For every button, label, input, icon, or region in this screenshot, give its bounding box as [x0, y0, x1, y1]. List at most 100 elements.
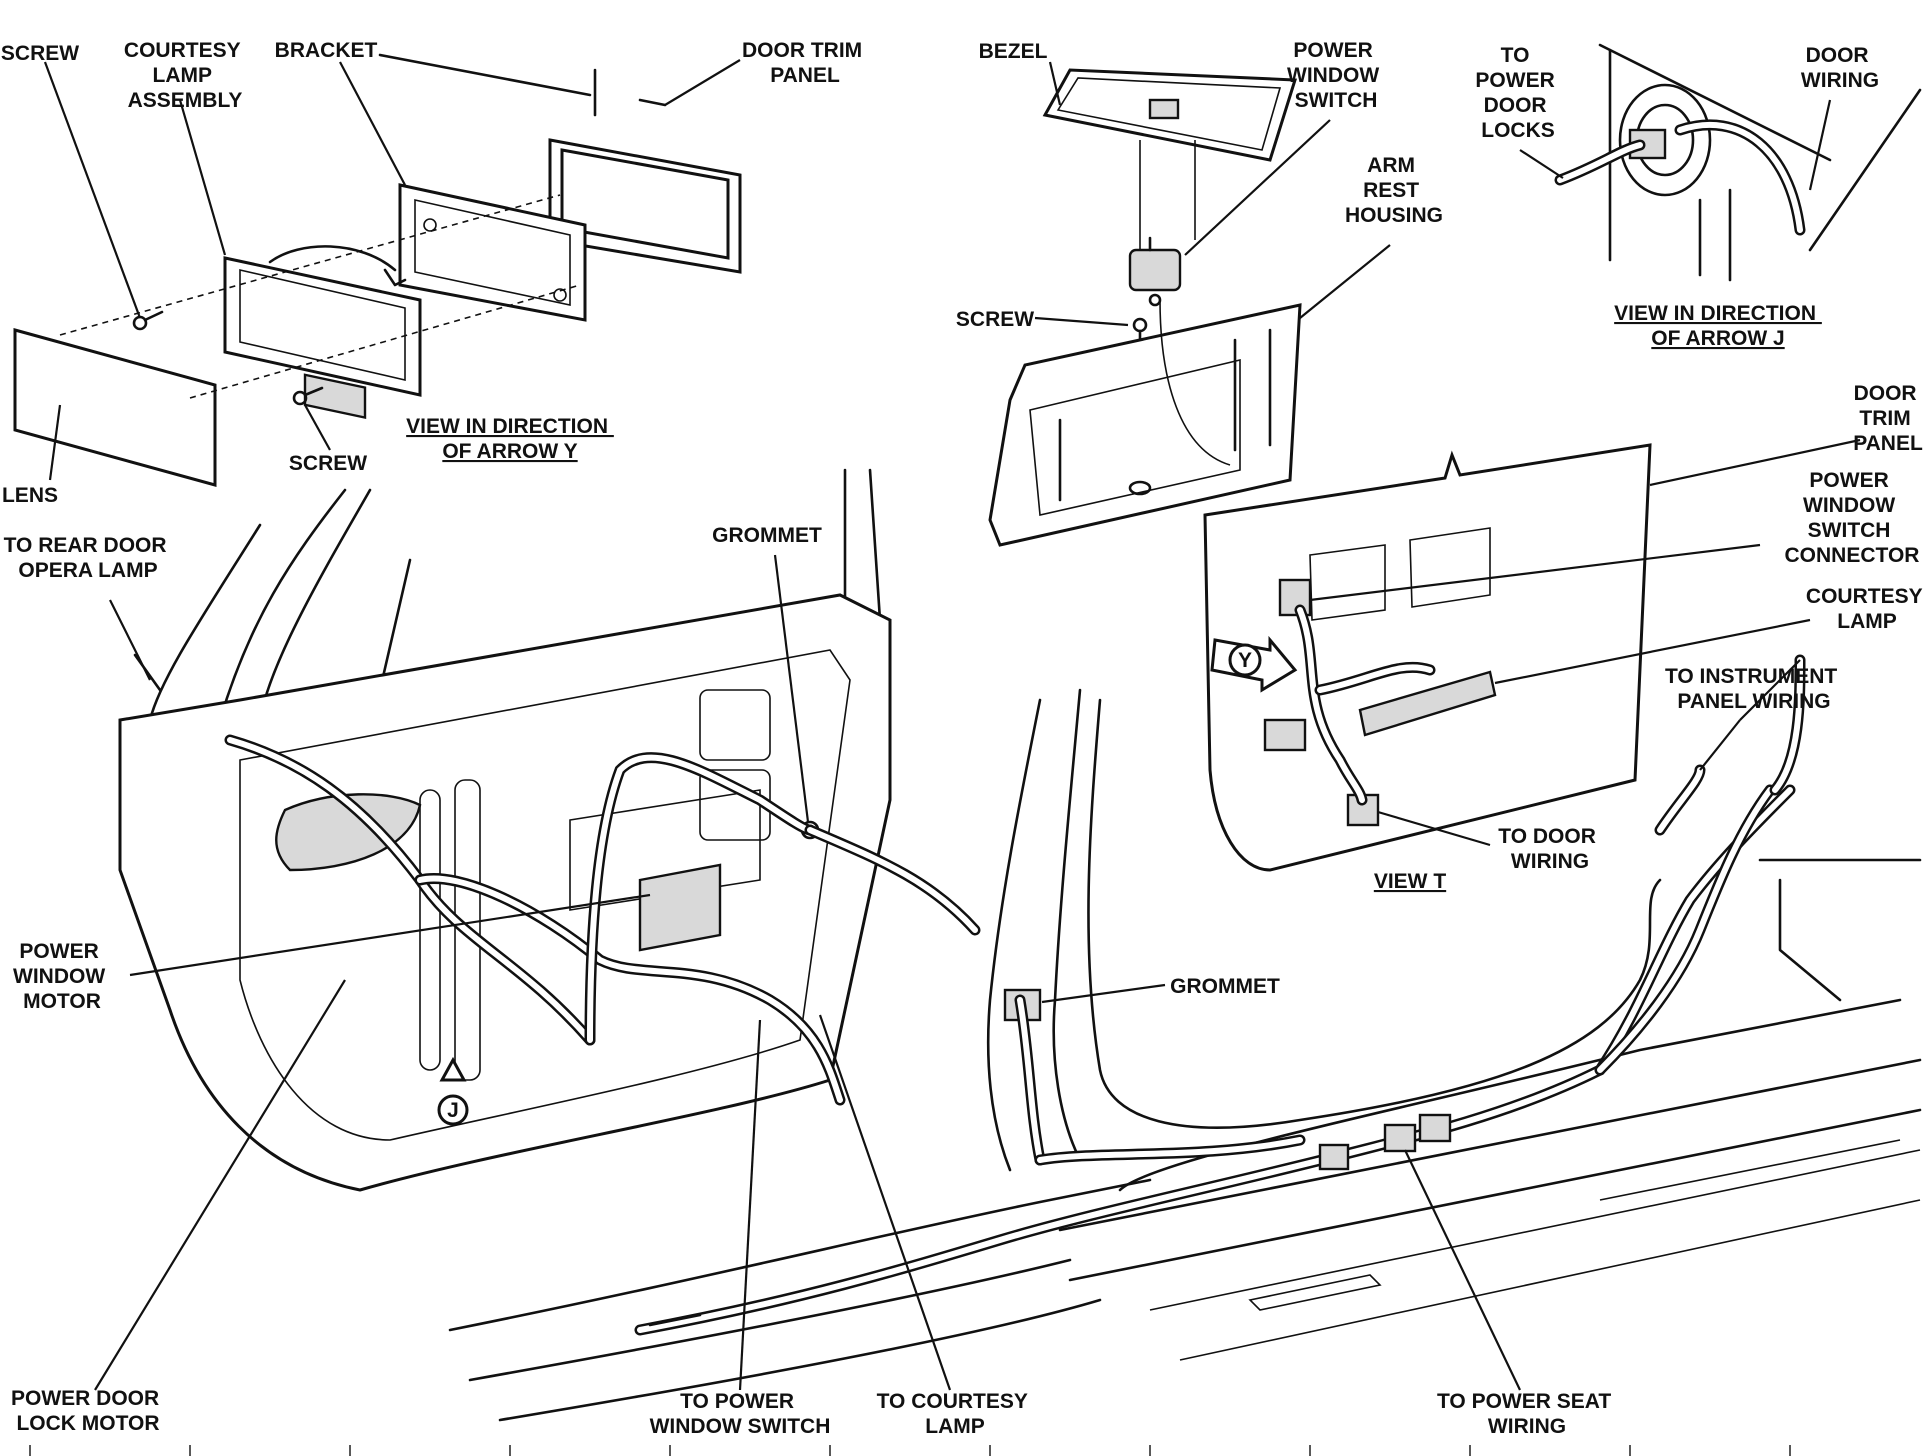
labels: SCREW COURTESY LAMP ASSEMBLY BRACKET DOO… [1, 39, 1924, 1438]
armrest-exploded-view [988, 68, 1302, 547]
arrow-j-head [439, 1056, 467, 1082]
window-regulator-plate [569, 789, 761, 911]
window-channel [378, 558, 412, 692]
label-to-courtesy-lamp: TO COURTESY LAMP [877, 1390, 1034, 1438]
label-grommet-upper: GROMMET [712, 524, 822, 547]
sill-rail [1058, 1058, 1922, 1232]
floor-edge [498, 1298, 1102, 1422]
lamp-bulb-socket [303, 373, 367, 420]
door-edge [1598, 43, 1832, 162]
trim-panel-edge-2 [638, 98, 667, 107]
floor-pan-bead [1248, 1274, 1382, 1311]
label-door-wiring-top: DOOR WIRING [1801, 44, 1879, 92]
title-view-arrow-y: VIEW IN DIRECTION OF ARROW Y [406, 415, 614, 463]
label-power-window-switch-connector: POWER WINDOW SWITCH CONNECTOR [1785, 469, 1920, 567]
arrow-y-letter: Y [1238, 649, 1252, 672]
leader-lines [43, 59, 1861, 1391]
arrow-j-letter: J [447, 1099, 459, 1122]
title-view-t: VIEW T [1374, 870, 1447, 893]
label-courtesy-lamp-right: COURTESY LAMP [1806, 585, 1924, 633]
harness-clip [1263, 718, 1307, 752]
lamp-wire [268, 245, 397, 272]
label-door-trim-panel-right: DOOR TRIM PANEL [1853, 382, 1923, 455]
bezel-switch-opening [1148, 98, 1180, 120]
floor-edge [448, 1178, 1152, 1332]
leader-bracket [339, 61, 406, 186]
leader-grommet-upper [773, 554, 810, 823]
label-to-power-window-switch: TO POWER WINDOW SWITCH [650, 1390, 831, 1438]
switch-wire [1159, 299, 1231, 466]
bracket-hole [423, 218, 437, 232]
grommet-ring [1618, 83, 1712, 197]
leader-power-window-switch-connector [1309, 543, 1761, 602]
leader-grommet-lower [1041, 983, 1166, 1004]
leader-power-door-lock-motor [94, 979, 346, 1391]
door-edge [1808, 88, 1922, 252]
label-to-rear-door-opera-lamp: TO REAR DOOR OPERA LAMP [4, 534, 173, 582]
body-structure [448, 654, 1922, 1422]
leader-screw-armrest [1034, 316, 1129, 327]
door-trim-panel-view-t [1203, 443, 1652, 872]
floor-rib [1179, 1199, 1921, 1361]
title-view-arrow-j: VIEW IN DIRECTION OF ARROW J [1614, 302, 1822, 350]
floor-rib [1149, 1149, 1921, 1311]
bracket-plate [398, 183, 587, 322]
label-courtesy-lamp-assembly: COURTESY LAMP ASSEMBLY [124, 39, 246, 112]
leader-to-instrument-panel-wiring-2 [1739, 659, 1801, 721]
armrest-mount [1128, 480, 1152, 496]
door-frame-edge [148, 523, 262, 722]
b-pillar-edge [1052, 688, 1082, 1162]
label-power-window-motor: POWER WINDOW MOTOR [13, 940, 111, 1013]
courtesy-lamp-body [1358, 670, 1497, 737]
leader-to-rear-door-opera-lamp [109, 599, 151, 681]
label-bezel: BEZEL [979, 40, 1048, 63]
rear-door-assembly: J [118, 468, 981, 1192]
sill-connector [1318, 1143, 1350, 1171]
label-screw-mid: SCREW [289, 452, 367, 475]
b-pillar-edge [986, 698, 1042, 1172]
bottom-ticks [29, 1445, 1791, 1456]
seat-wiring-connector [1418, 1113, 1452, 1143]
alignment-line [59, 194, 561, 336]
bracket-hole [553, 288, 567, 302]
label-screw-top: SCREW [1, 42, 79, 65]
kick-panel-edge [1778, 878, 1842, 1002]
leader-screw-mid [304, 404, 331, 451]
armrest-housing [988, 303, 1302, 547]
label-lens: LENS [2, 484, 58, 507]
leader-lens [48, 404, 62, 481]
label-screw-armrest: SCREW [956, 308, 1034, 331]
leader-power-window-switch [1184, 119, 1331, 256]
trim-panel-opening [1409, 527, 1491, 608]
leader-power-window-motor [129, 893, 651, 977]
door-opening-edge [1087, 698, 1662, 1129]
sill-edge [1118, 998, 1902, 1192]
trim-panel-edge [378, 53, 592, 97]
power-window-switch-icon [1128, 236, 1182, 307]
door-rib [454, 779, 481, 1081]
screw-icon [292, 386, 324, 406]
rear-door-inner-panel [118, 593, 892, 1192]
leader-to-power-window-switch [738, 1019, 762, 1391]
leader-to-door-wiring [1377, 810, 1491, 847]
bracket-opening [414, 198, 571, 306]
leader-door-wiring-top [1808, 99, 1832, 191]
label-door-trim-panel-top: DOOR TRIM PANEL [742, 39, 868, 87]
label-to-instrument-panel-wiring: TO INSTRUMENT PANEL WIRING [1665, 665, 1843, 713]
power-window-motor-body [638, 863, 722, 952]
leader-bezel [1048, 61, 1062, 106]
leader-to-courtesy-lamp [818, 1014, 952, 1391]
seat-wiring-connector [1383, 1123, 1417, 1153]
leader-courtesy-lamp-right [1494, 618, 1811, 685]
arrow-y-marker: Y [1210, 635, 1298, 693]
floor-pan-edge [1599, 1139, 1901, 1201]
leader-screw-top [43, 61, 142, 319]
door-inner-recess [239, 649, 851, 1141]
trim-panel-recess [560, 148, 730, 260]
label-to-power-seat-wiring: TO POWER SEAT WIRING [1437, 1390, 1617, 1438]
leader-to-instrument-panel-wiring [1699, 719, 1741, 771]
window-channel [868, 468, 882, 622]
label-grommet-lower: GROMMET [1170, 975, 1280, 998]
